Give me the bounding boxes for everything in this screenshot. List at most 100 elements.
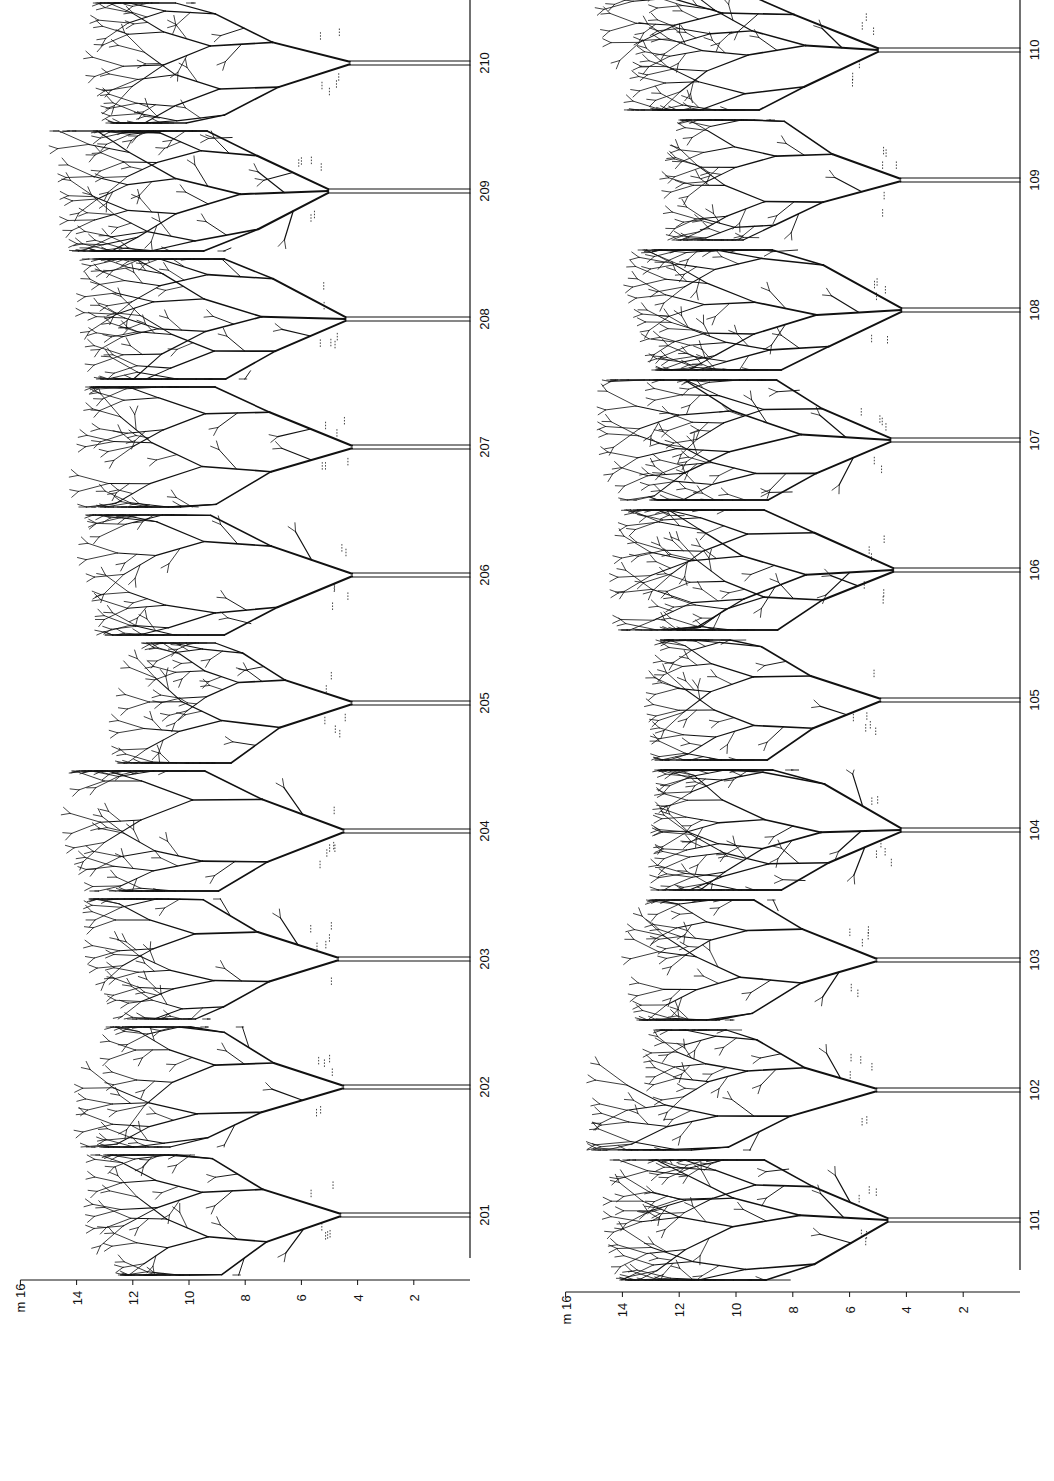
tree-branch: [88, 365, 94, 371]
tree-branch: [657, 788, 664, 794]
tree-branch: [81, 1068, 90, 1070]
tree-branch: [217, 1049, 226, 1051]
tree-branch: [100, 337, 123, 350]
tree-branch: [157, 288, 166, 290]
tree-branch: [620, 1170, 625, 1178]
tree-branch: [101, 356, 110, 357]
tree-branch: [656, 783, 665, 785]
tree-branch: [652, 825, 660, 830]
tree-branch: [92, 600, 101, 601]
tree-branch: [168, 1237, 208, 1248]
tree-branch: [98, 3, 105, 8]
tree-branch: [113, 978, 139, 988]
tree-branch: [113, 1124, 150, 1126]
tree-branch: [219, 618, 228, 620]
tree-branch: [656, 1229, 665, 1231]
tree-branch: [248, 671, 262, 682]
tree-branch: [94, 346, 123, 355]
tree-branch: [728, 1091, 732, 1099]
tree-branch: [89, 965, 97, 968]
tree-branch: [245, 667, 264, 671]
tree-branch: [80, 430, 87, 436]
tree-branch: [650, 1253, 657, 1258]
tree-branch: [66, 177, 94, 178]
tree-branch: [774, 826, 793, 837]
tree-branch: [129, 3, 165, 11]
tree-branch: [228, 618, 251, 624]
tree-branch: [72, 199, 97, 201]
tree-branch: [664, 786, 670, 793]
tree-branch: [254, 164, 258, 172]
tree-branch: [600, 1065, 628, 1085]
tree-branch: [264, 172, 293, 180]
tree-branch: [88, 76, 94, 82]
tree-branch: [693, 1256, 700, 1261]
tree-branch: [150, 466, 202, 483]
tree-branch: [273, 279, 345, 317]
tree-branch: [112, 1072, 137, 1080]
tree-branch: [722, 800, 765, 820]
tree-branch: [95, 1177, 122, 1183]
tree-branch: [631, 977, 638, 983]
tree-branch: [631, 1142, 674, 1150]
tree-branch: [773, 846, 782, 848]
tree-branch: [156, 1193, 162, 1200]
tree-branch: [288, 527, 295, 532]
tree-branch: [93, 57, 124, 66]
tree-branch: [626, 930, 635, 932]
tree-branch: [89, 155, 95, 162]
tree-branch: [272, 1089, 302, 1100]
tree-branch: [128, 1143, 137, 1144]
tree-branch: [144, 1081, 154, 1090]
tree-branch: [106, 575, 129, 592]
tree-branch: [227, 336, 245, 351]
tree-branch: [85, 272, 90, 279]
tree-branch: [93, 815, 102, 817]
tree-branch: [677, 1084, 685, 1089]
tree-branch: [159, 290, 166, 296]
tree-branch: [61, 813, 70, 814]
tree-branch: [268, 832, 344, 862]
tree-branch: [646, 1055, 653, 1061]
tree-branch: [69, 475, 78, 477]
tree-branch: [78, 435, 87, 437]
tree-branch: [154, 299, 204, 302]
tree-branch: [165, 310, 169, 318]
tree-branch: [114, 1265, 123, 1267]
tree-branch: [70, 213, 79, 215]
tree-branch: [123, 1208, 157, 1226]
tree-branch: [99, 449, 108, 451]
tree-drawing: [622, 900, 1020, 1020]
tree-branch: [87, 213, 114, 215]
tree-branch: [166, 286, 184, 290]
tree-branch: [64, 198, 72, 201]
tree-branch: [688, 946, 699, 947]
tree-branch: [616, 1207, 624, 1211]
tree-branch: [822, 997, 823, 1006]
tree-branch: [88, 333, 97, 336]
tree-branch: [160, 837, 168, 841]
tree-branch: [142, 644, 150, 648]
tree-branch: [105, 1166, 114, 1167]
tree-branch: [151, 242, 152, 251]
tree-branch: [130, 1227, 139, 1229]
tree-branch: [770, 859, 778, 863]
tree-branch: [96, 776, 119, 787]
tree-branch: [104, 574, 124, 594]
tree-branch: [655, 1043, 663, 1046]
tree-branch: [631, 952, 659, 959]
tree-branch: [111, 1094, 120, 1096]
tree-branch: [101, 1191, 110, 1193]
tree-branch: [114, 86, 132, 105]
tree-branch: [691, 820, 702, 826]
tree-branch: [168, 318, 182, 330]
tree-branch: [201, 660, 210, 661]
tree-branch: [85, 1114, 112, 1124]
tree-branch: [282, 329, 310, 336]
tree-branch: [78, 772, 104, 781]
tree-branch: [109, 811, 121, 821]
tree-branch: [93, 920, 115, 928]
tree-branch: [220, 87, 279, 89]
tree-branch: [158, 398, 205, 414]
tree-branch: [150, 920, 195, 934]
